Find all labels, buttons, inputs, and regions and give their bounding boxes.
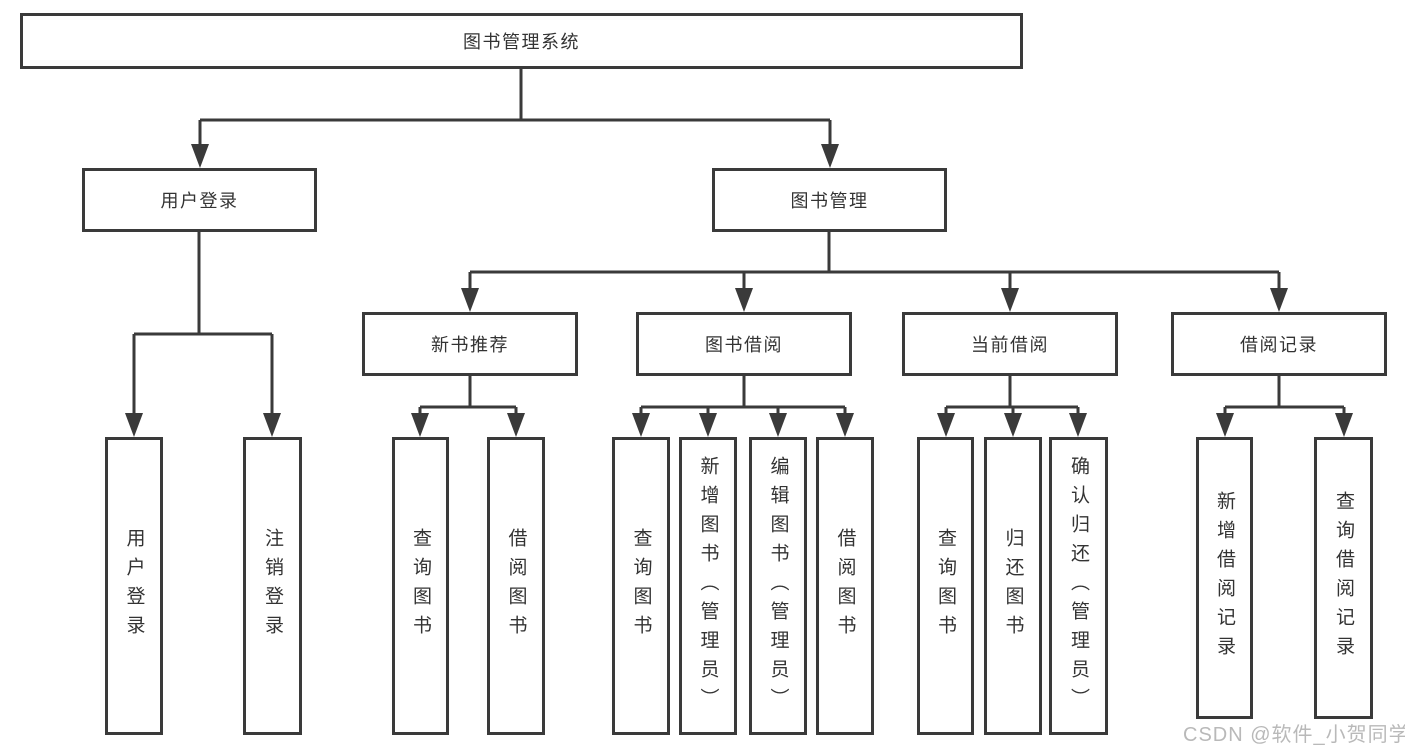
node-book-management-system: 图书管理系统 bbox=[20, 13, 1023, 69]
leaf-borrow-books: 借阅图书 bbox=[816, 437, 874, 735]
leaf-label: 编辑图书（管理员） bbox=[767, 455, 789, 717]
node-label: 图书管理系统 bbox=[463, 32, 580, 52]
leaf-label: 归还图书 bbox=[1002, 528, 1024, 644]
leaf-edit-book-admin: 编辑图书（管理员） bbox=[749, 437, 807, 735]
csdn-watermark: CSDN @软件_小贺同学 bbox=[1183, 724, 1405, 746]
leaf-add-borrow-record: 新增借阅记录 bbox=[1196, 437, 1253, 719]
leaf-user-login: 用户登录 bbox=[105, 437, 163, 735]
node-borrow-records: 借阅记录 bbox=[1171, 312, 1387, 376]
leaf-label: 借阅图书 bbox=[834, 528, 856, 644]
leaf-confirm-return-admin: 确认归还（管理员） bbox=[1049, 437, 1108, 735]
arrowheads bbox=[125, 144, 1353, 437]
leaf-label: 查询图书 bbox=[410, 528, 431, 644]
leaf-label: 借阅图书 bbox=[505, 528, 527, 644]
node-user-login: 用户登录 bbox=[82, 168, 317, 232]
leaf-label: 查询图书 bbox=[630, 528, 652, 644]
node-label: 用户登录 bbox=[160, 191, 239, 211]
node-label: 借阅记录 bbox=[1240, 335, 1318, 355]
leaf-logout: 注销登录 bbox=[243, 437, 302, 735]
leaf-label: 确认归还（管理员） bbox=[1068, 455, 1089, 717]
leaf-borrow-books-recommend: 借阅图书 bbox=[487, 437, 545, 735]
leaf-query-books-current: 查询图书 bbox=[917, 437, 974, 735]
leaf-label: 注销登录 bbox=[262, 528, 283, 644]
leaf-label: 查询借阅记录 bbox=[1333, 491, 1354, 665]
leaf-label: 用户登录 bbox=[123, 528, 145, 644]
leaf-label: 查询图书 bbox=[935, 528, 956, 644]
leaf-label: 新增图书（管理员） bbox=[697, 455, 719, 717]
node-label: 新书推荐 bbox=[431, 335, 509, 355]
node-new-book-recommend: 新书推荐 bbox=[362, 312, 578, 376]
leaf-query-books-recommend: 查询图书 bbox=[392, 437, 449, 735]
node-book-borrow: 图书借阅 bbox=[636, 312, 852, 376]
leaf-query-borrow-record: 查询借阅记录 bbox=[1314, 437, 1373, 719]
node-book-management: 图书管理 bbox=[712, 168, 947, 232]
node-label: 当前借阅 bbox=[971, 335, 1049, 355]
node-label: 图书借阅 bbox=[705, 335, 783, 355]
leaf-label: 新增借阅记录 bbox=[1214, 491, 1235, 665]
node-label: 图书管理 bbox=[790, 191, 869, 211]
leaf-add-book-admin: 新增图书（管理员） bbox=[679, 437, 737, 735]
leaf-return-book: 归还图书 bbox=[984, 437, 1042, 735]
leaf-query-books-borrow: 查询图书 bbox=[612, 437, 670, 735]
node-current-borrow: 当前借阅 bbox=[902, 312, 1118, 376]
